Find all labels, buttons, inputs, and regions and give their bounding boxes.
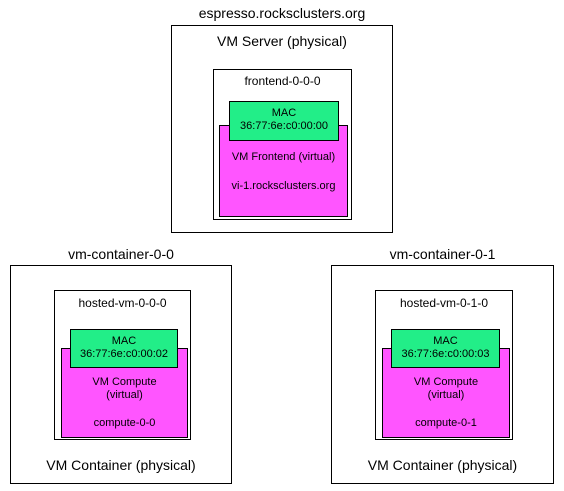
frontend-mac-address: 36:77:6e:c0:00:00 — [239, 120, 329, 132]
frontend-mac-box: MAC 36:77:6e:c0:00:00 — [229, 101, 339, 141]
vm-server-label: VM Server (physical) — [217, 33, 347, 49]
frontend-vm-box: frontend-0-0-0 VM Frontend (virtual) vi-… — [213, 69, 352, 220]
container-0-hostname: vm-container-0-0 — [68, 246, 174, 262]
vm-container-1-label: VM Container (physical) — [367, 457, 518, 473]
frontend-vm-name: frontend-0-0-0 — [244, 74, 321, 88]
frontend-vm-type: VM Frontend (virtual) — [231, 151, 336, 163]
hosted-vm-1-type-line2: (virtual) — [427, 389, 465, 401]
vm-server-box: VM Server (physical) frontend-0-0-0 VM F… — [171, 25, 393, 233]
hosted-vm-1-box: hosted-vm-0-1-0 VM Compute (virtual) com… — [375, 290, 513, 440]
hosted-vm-0-mac-title: MAC — [111, 335, 137, 347]
frontend-vm-host: vi-1.rocksclusters.org — [231, 180, 336, 192]
vm-container-0-label: VM Container (physical) — [46, 457, 196, 473]
server-hostname: espresso.rocksclusters.org — [198, 5, 366, 21]
hosted-vm-0-mac-address: 36:77:6e:c0:00:02 — [79, 348, 169, 360]
hosted-vm-1-mac-box: MAC 36:77:6e:c0:00:03 — [391, 329, 500, 368]
container-1-hostname: vm-container-0-1 — [389, 246, 496, 262]
hosted-vm-0-type-line1: VM Compute — [92, 376, 157, 388]
hosted-vm-0-mac-box: MAC 36:77:6e:c0:00:02 — [70, 329, 178, 368]
hosted-vm-1-mac-address: 36:77:6e:c0:00:03 — [401, 348, 490, 360]
hosted-vm-0-host: compute-0-0 — [93, 417, 156, 429]
hosted-vm-1-name: hosted-vm-0-1-0 — [399, 296, 489, 310]
hosted-vm-1-mac-title: MAC — [433, 335, 458, 347]
hosted-vm-1-host: compute-0-1 — [415, 417, 477, 429]
hosted-vm-0-name: hosted-vm-0-0-0 — [78, 296, 167, 310]
vm-container-0-box: hosted-vm-0-0-0 VM Compute (virtual) com… — [10, 265, 232, 484]
vm-container-1-box: hosted-vm-0-1-0 VM Compute (virtual) com… — [331, 265, 554, 484]
frontend-mac-title: MAC — [271, 107, 297, 119]
hosted-vm-0-box: hosted-vm-0-0-0 VM Compute (virtual) com… — [54, 290, 191, 440]
hosted-vm-0-type-line2: (virtual) — [106, 389, 143, 401]
hosted-vm-1-type-line1: VM Compute — [413, 376, 479, 388]
